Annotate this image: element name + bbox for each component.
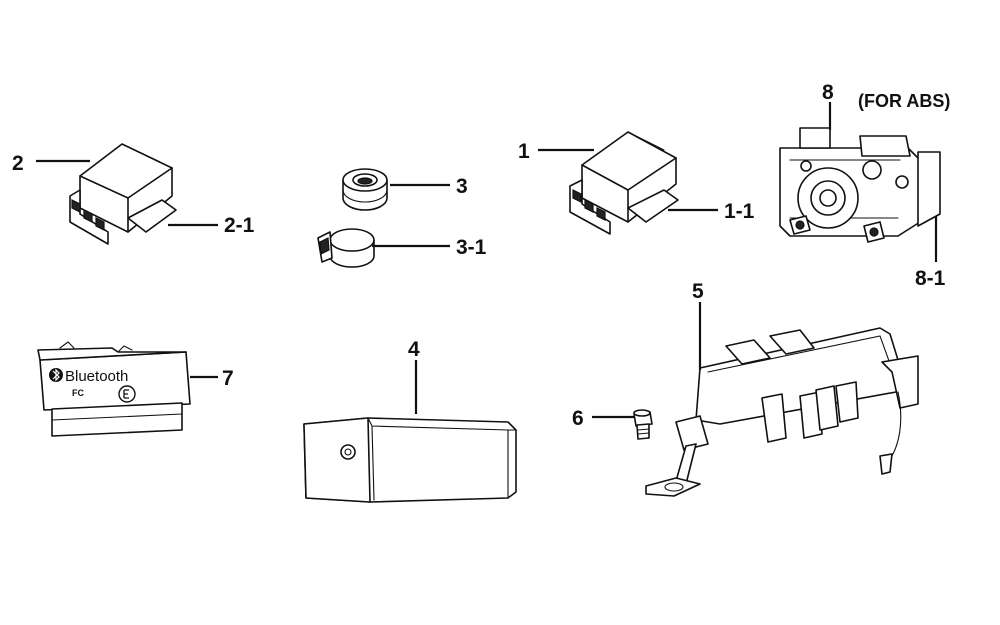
grommet-part-3 <box>342 168 388 211</box>
callout-8: 8 <box>822 81 834 104</box>
bolt-part-6 <box>633 409 653 440</box>
certification-mark-icon <box>118 385 136 403</box>
callout-2: 2 <box>12 152 24 175</box>
bluetooth-icon <box>49 368 63 382</box>
bluetooth-module-part-7 <box>37 341 191 437</box>
cover-part-4 <box>303 417 517 503</box>
bluetooth-label: Bluetooth <box>65 368 128 385</box>
callout-1: 1 <box>518 140 530 163</box>
callout-7: 7 <box>222 367 234 390</box>
abs-modulator-part-8 <box>779 127 941 243</box>
callout-1-1: 1-1 <box>724 200 755 223</box>
callout-8-1: 8-1 <box>915 267 946 290</box>
callout-3: 3 <box>456 175 468 198</box>
bracket-part-5 <box>645 327 919 497</box>
callout-6: 6 <box>572 407 584 430</box>
abs-note: (FOR ABS) <box>858 91 950 111</box>
cap-part-3-1 <box>317 228 375 268</box>
callout-5: 5 <box>692 280 704 303</box>
relay-part-1 <box>569 131 679 235</box>
callout-2-1: 2-1 <box>224 214 255 237</box>
callout-4: 4 <box>408 338 420 361</box>
relay-part-2 <box>69 143 177 245</box>
fc-mark: FC <box>72 388 84 398</box>
callout-3-1: 3-1 <box>456 236 487 259</box>
